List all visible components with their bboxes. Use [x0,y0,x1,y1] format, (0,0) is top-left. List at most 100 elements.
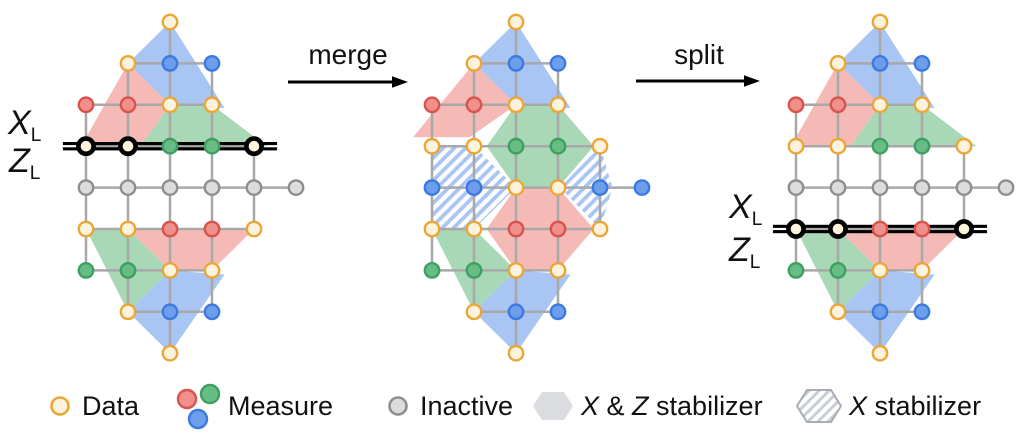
data-qubit-logical [244,136,264,157]
data-qubit [161,344,179,362]
measure-qubit-green [203,137,221,155]
measure-qubit-blue [203,55,221,72]
data-qubit [871,261,889,279]
data-qubit-logical [118,136,138,157]
inactive-qubit [203,179,221,197]
measure-qubit-red [871,220,889,238]
data-qubit-logical [76,136,96,157]
legend-measure-blue-swatch [187,408,209,430]
inactive-qubit [787,179,805,197]
data-qubit [549,96,567,114]
legend-measure-green-swatch [199,383,221,405]
merge-transition: merge [288,39,408,88]
data-qubit [829,137,847,155]
inactive-qubit [997,179,1015,197]
measure-qubit-blue [871,303,889,321]
inactive-qubit [161,179,179,197]
inactive-qubit [119,179,137,197]
data-qubit [507,344,525,362]
measure-qubit-blue [549,303,567,321]
data-qubit [829,303,847,321]
data-qubit [119,303,137,321]
data-qubit [507,13,525,31]
legend-inactive-swatch [388,396,408,416]
measure-qubit-green [871,137,889,155]
data-qubit [423,137,441,155]
split-transition: split [636,39,760,87]
measure-qubit-green [913,137,931,155]
data-qubit [465,137,483,155]
data-qubit [591,220,609,238]
merge-arrowhead-icon [392,76,408,88]
data-qubit-logical [954,219,974,239]
data-qubit [913,261,931,279]
split-label: split [674,39,724,70]
measure-qubit-green [829,261,847,279]
logical-x-label: XL [7,104,41,146]
data-qubit [119,55,137,72]
measure-qubit-red [507,220,525,238]
logical-x-label: XL [728,188,762,230]
measure-qubit-green [77,261,95,279]
data-qubit [245,220,263,238]
measure-qubit-blue [507,303,525,321]
data-qubit-logical [786,219,806,239]
measure-qubit-red [77,96,95,114]
inactive-qubit [955,179,973,197]
legend-item-label: Data [82,391,140,421]
data-qubit [423,220,441,238]
inactive-qubit [245,179,263,197]
data-qubit [507,179,525,197]
inactive-qubit [913,179,931,197]
data-qubit [119,220,137,238]
stabilizer-plaquette-red [838,229,964,271]
measure-qubit-blue [549,55,567,72]
measure-qubit-red [913,220,931,238]
data-qubit [871,344,889,362]
measure-qubit-blue [161,55,179,72]
measure-qubit-blue [633,179,651,197]
legend-data-swatch [50,396,70,416]
data-qubit [913,96,931,114]
measure-qubit-red [203,220,221,238]
data-qubit [203,261,221,279]
split-arrowhead-icon [744,75,760,87]
data-qubit [465,55,483,72]
logical-z-label: ZL [728,231,760,273]
merge-label: merge [308,39,387,70]
inactive-qubit [287,179,305,197]
measure-qubit-green [507,137,525,155]
stabilizer-plaquette-red [413,63,516,138]
measure-qubit-green [119,261,137,279]
measure-qubit-blue [161,303,179,321]
measure-qubit-green [161,137,179,155]
data-qubit [161,96,179,114]
data-qubit [77,220,95,238]
data-qubit [871,96,889,114]
inactive-qubit [77,179,95,197]
data-qubit [507,261,525,279]
measure-qubit-green [465,261,483,279]
data-qubit [591,137,609,155]
data-qubit [161,13,179,31]
data-qubit [161,261,179,279]
stabilizer-plaquette-red [128,229,254,271]
logical-z-label: ZL [8,142,40,184]
data-qubit [829,55,847,72]
data-qubit [203,96,221,114]
data-qubit [465,220,483,238]
measure-qubit-red [161,220,179,238]
measure-qubit-blue [465,179,483,197]
data-qubit [507,96,525,114]
measure-qubit-green [549,137,567,155]
measure-qubit-red [829,96,847,114]
data-qubit [787,137,805,155]
data-qubit [549,261,567,279]
data-qubit [465,303,483,321]
legend-item-label: X stabilizer [848,391,981,421]
inactive-qubit [829,179,847,197]
measure-qubit-blue [423,179,441,197]
